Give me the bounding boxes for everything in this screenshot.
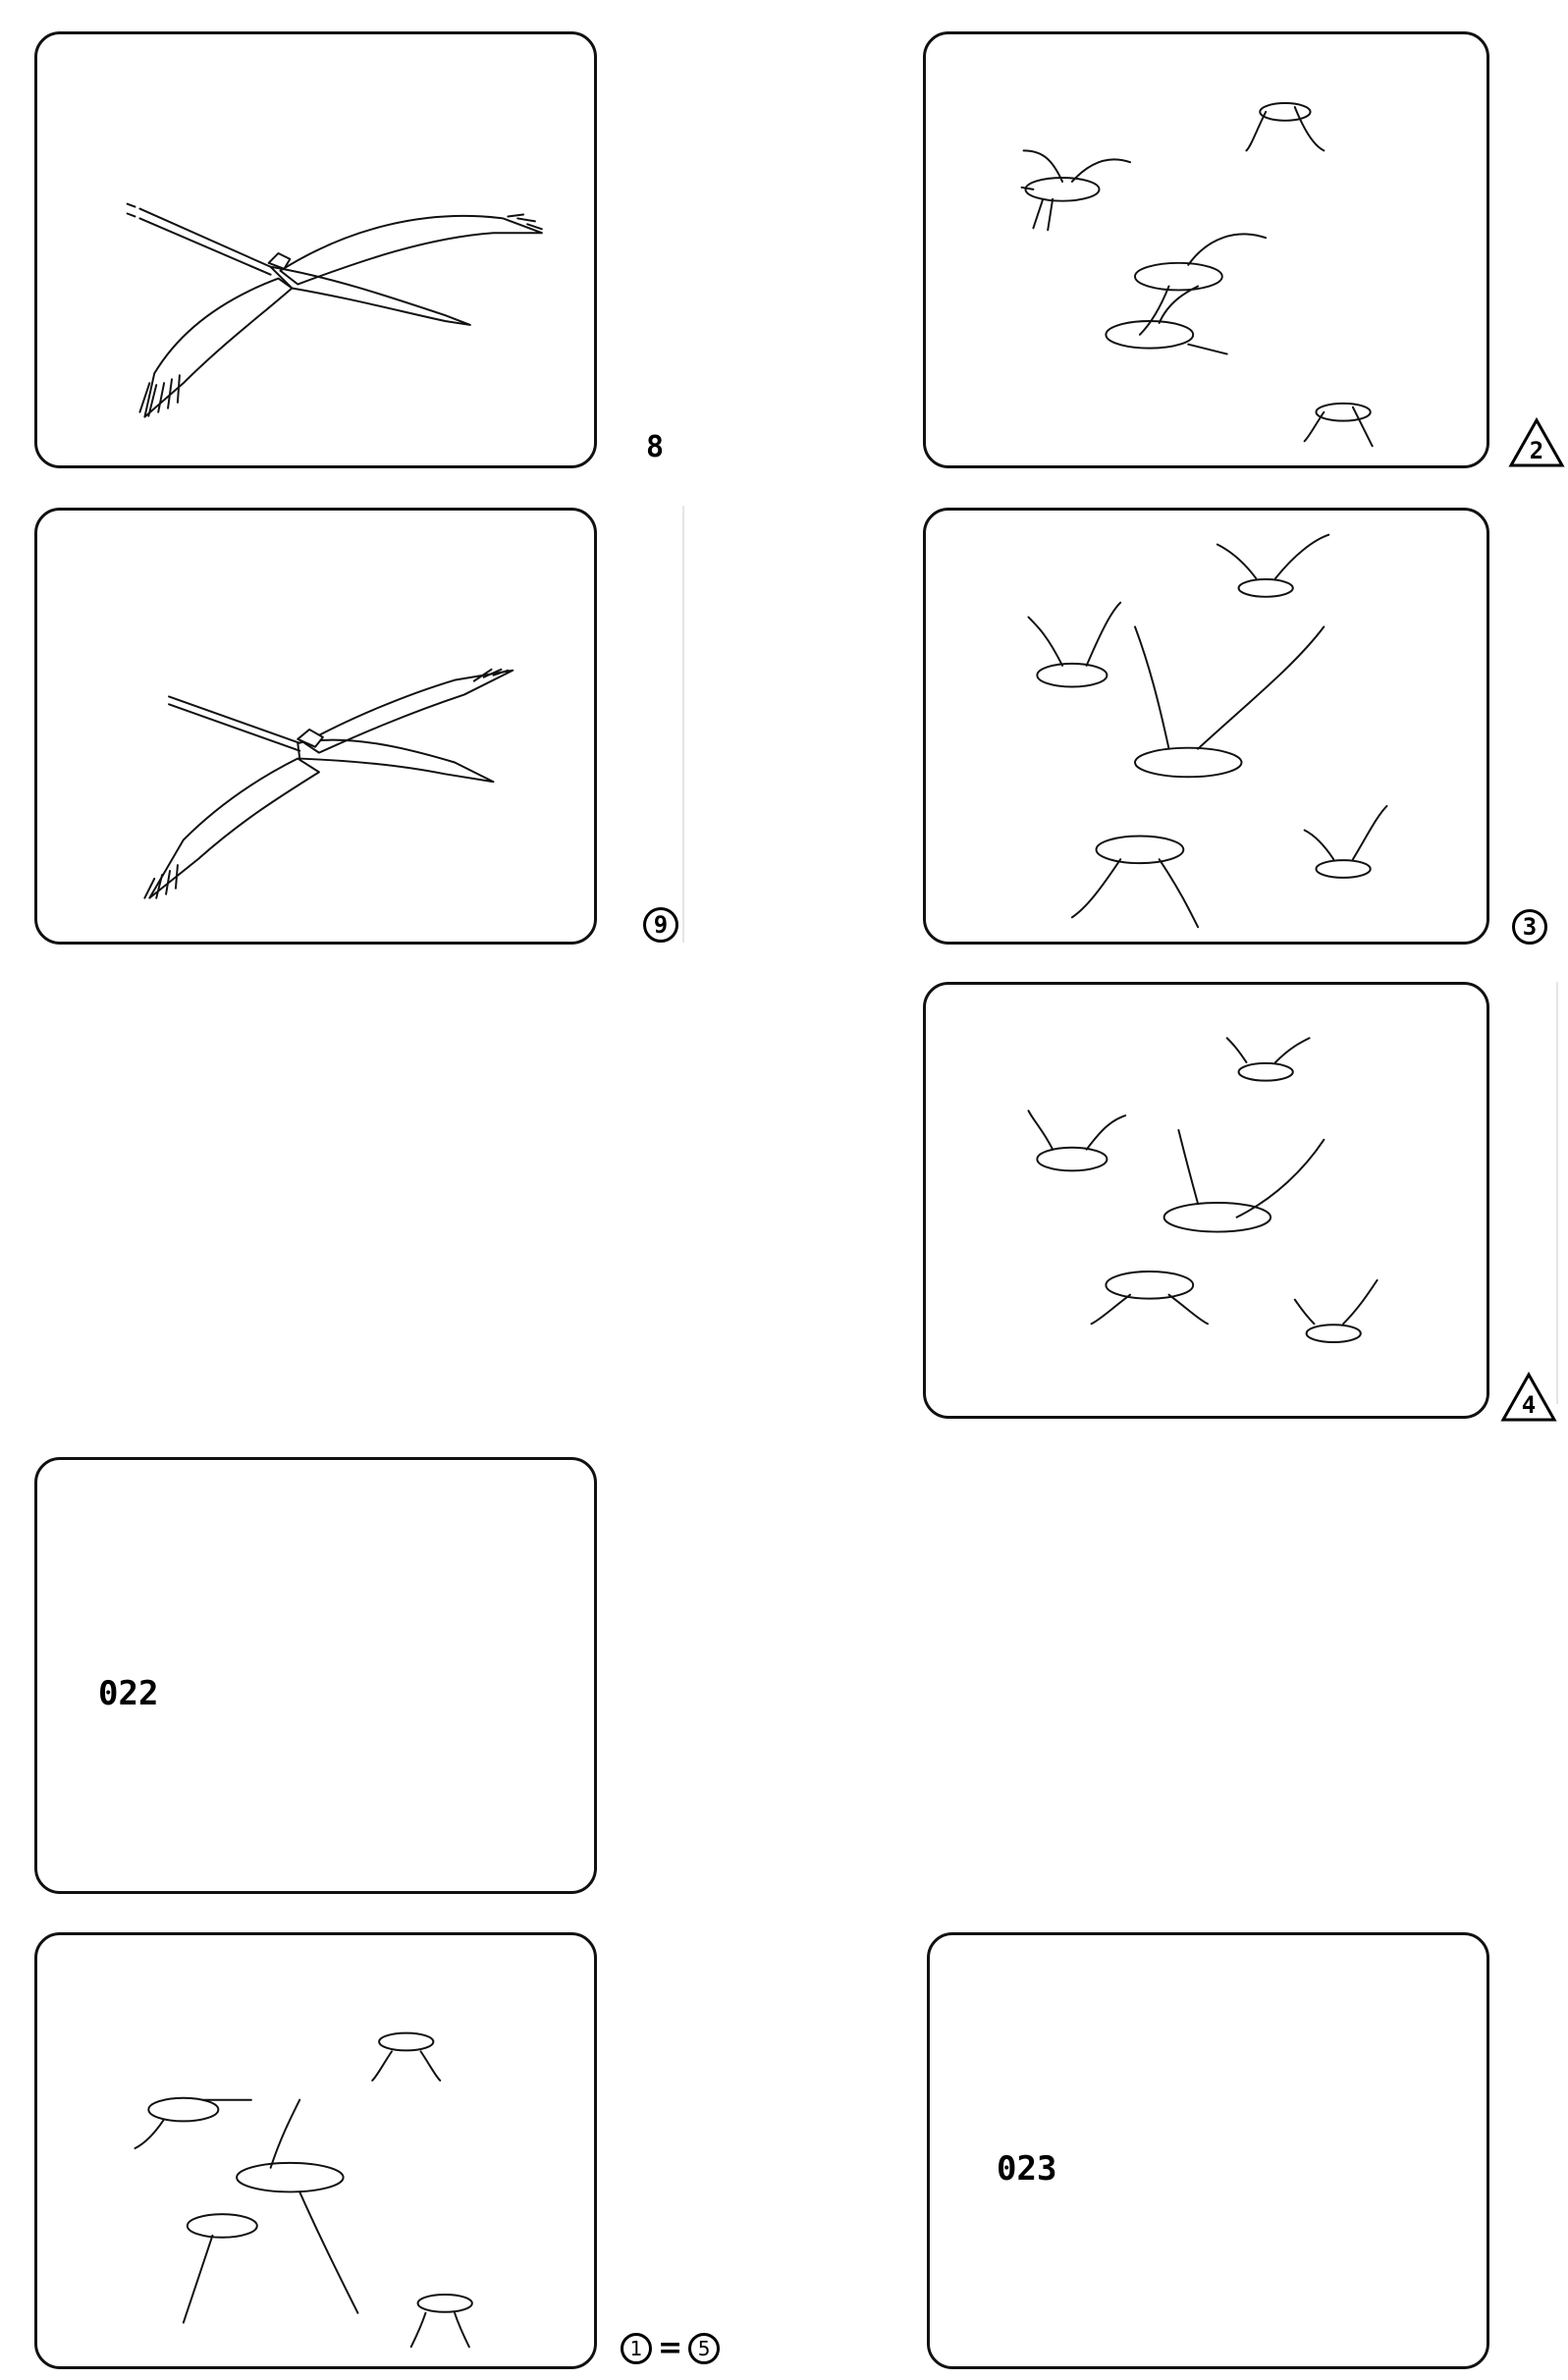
triangle-marker-icon	[1500, 1372, 1557, 1422]
circle-marker-9: 9	[643, 907, 678, 943]
panel-birds-a	[923, 31, 1489, 468]
panel-birds-c	[923, 982, 1489, 1419]
scene-code-023: 023	[997, 2149, 1057, 2189]
panel-blank-b: 023	[927, 1932, 1489, 2369]
crane-drawing-icon	[126, 202, 543, 418]
triangle-marker-icon	[1508, 417, 1565, 467]
bird-drawing-icon	[1020, 102, 1374, 448]
equation-left-circle: 1	[621, 2332, 652, 2364]
equation-right-circle: 5	[688, 2332, 721, 2364]
triangle-marker-4: 4	[1500, 1372, 1557, 1423]
panel-blank-a: 022	[34, 1457, 597, 1894]
divider-line	[1556, 982, 1558, 1404]
bird-drawing-icon	[134, 2031, 473, 2349]
equation-operator: =	[658, 2331, 683, 2365]
scene-code-022: 022	[98, 1674, 159, 1713]
crane-drawing-icon	[143, 668, 514, 899]
triangle-marker-2: 2	[1508, 417, 1565, 468]
divider-line	[682, 506, 684, 943]
panel-birds-d	[34, 1932, 597, 2369]
circle-marker-3: 3	[1512, 909, 1547, 945]
panel-crane-a	[34, 31, 597, 468]
triangle-marker-label: 2	[1529, 437, 1544, 464]
bird-drawing-icon	[1027, 533, 1388, 929]
marker-8: 8	[646, 430, 665, 464]
bird-drawing-icon	[1027, 1037, 1379, 1344]
triangle-marker-label: 4	[1521, 1391, 1537, 1419]
equation-marker: 1 = 5	[621, 2331, 721, 2365]
panel-birds-b	[923, 508, 1489, 945]
panel-crane-b	[34, 508, 597, 945]
